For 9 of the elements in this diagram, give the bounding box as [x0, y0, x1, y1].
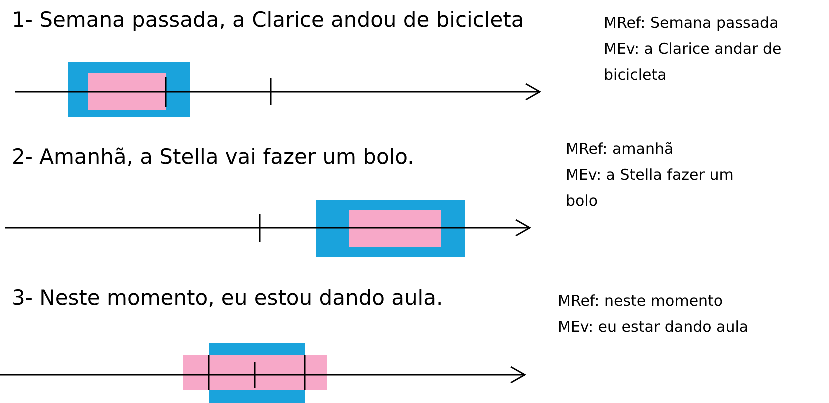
annotation-text: MEv: a Stella fazer um bolo	[566, 165, 735, 212]
annotation-text: MRef: amanhã	[566, 139, 675, 160]
annotation-text: MRef: neste momento	[558, 291, 724, 312]
annotation-text: MRef: Semana passada	[604, 13, 780, 34]
annotation-text: MEv: a Clarice andar de bicicleta	[604, 39, 783, 86]
example-sentence: 1- Semana passada, a Clarice andou de bicicleta	[12, 8, 524, 32]
example-sentence: 2- Amanhã, a Stella vai fazer um bolo.	[12, 145, 414, 169]
annotation-text: MEv: eu estar dando aula	[558, 317, 750, 338]
example-sentence: 3- Neste momento, eu estou dando aula.	[12, 286, 444, 310]
